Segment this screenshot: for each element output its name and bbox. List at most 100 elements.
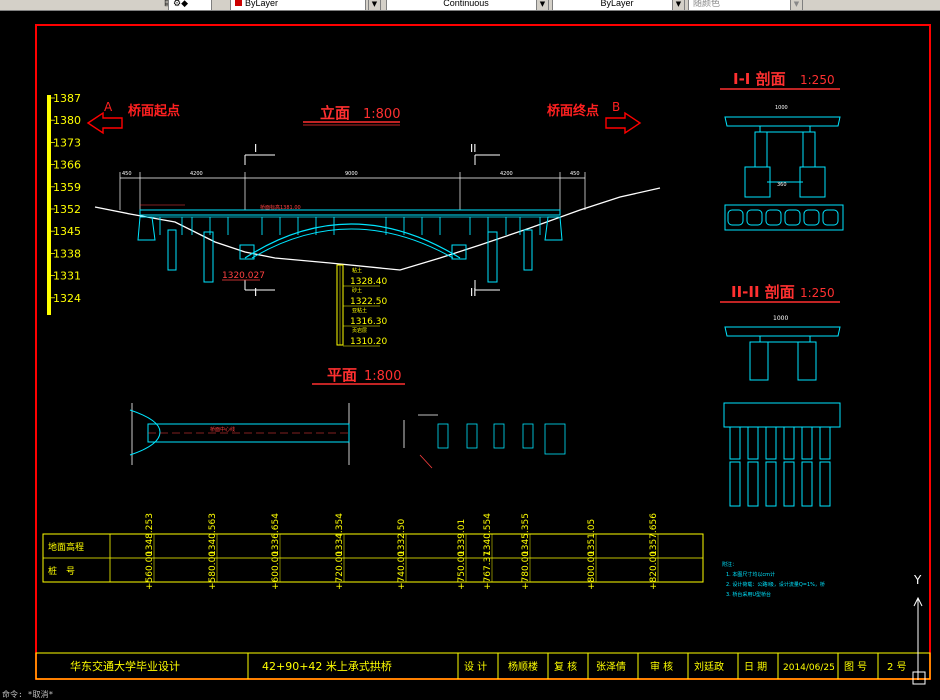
- section-mark-i-bottom: I: [254, 286, 257, 299]
- table-elevation-cell: 1340.554: [483, 513, 493, 556]
- borehole-layer-elevation: 1328.40: [350, 277, 387, 287]
- table-elevation-cell: 1340.563: [208, 513, 218, 556]
- pile-section: [727, 209, 744, 226]
- start-arrow: A 桥面起点: [86, 100, 180, 135]
- dim-right-span: 4200: [500, 171, 513, 177]
- scale-bar-label: 1345: [53, 225, 81, 238]
- pile-upper: [819, 426, 831, 460]
- plotstyle-dropdown-value: 随颜色: [693, 0, 721, 8]
- svg-text:1:250: 1:250: [800, 73, 835, 87]
- table-station-cell: +767.37: [483, 551, 493, 590]
- section-1-drawing: [724, 116, 844, 231]
- pile-upper: [801, 426, 813, 460]
- section-mark-ii-top: II: [470, 142, 477, 155]
- table-station-cell: +820.00: [649, 551, 659, 590]
- svg-text:1:800: 1:800: [363, 107, 400, 122]
- pile-section: [765, 209, 782, 226]
- svg-text:立面: 立面: [320, 104, 350, 122]
- section-marks: [244, 154, 500, 291]
- title-drawing-no-label: 图 号: [844, 661, 867, 673]
- deck-elevation-label: 桥面标高1381.00: [260, 204, 301, 211]
- dim-end-right: 450: [570, 171, 580, 177]
- section-1-inner-dim: 360: [777, 182, 787, 188]
- plotstyle-dropdown-arrow[interactable]: ▼: [790, 0, 803, 11]
- borehole-layer-name: 粘土: [352, 267, 362, 274]
- pile-lower: [765, 461, 777, 507]
- title-design-label: 设 计: [464, 660, 487, 673]
- plan-centerline-label: 桥面中心线: [210, 426, 235, 433]
- title-school: 华东交通大学毕业设计: [70, 659, 180, 673]
- borehole-layer-name: 页岩层: [352, 327, 367, 334]
- pile-upper: [729, 426, 741, 460]
- detail-sketches: [403, 414, 566, 469]
- borehole-layer-name: 亚粘土: [352, 307, 367, 314]
- plotstyle-dropdown[interactable]: 随颜色: [688, 0, 794, 11]
- svg-text:I-I 剖面: I-I 剖面: [733, 70, 786, 88]
- ucs-icon: Y: [912, 573, 926, 685]
- title-date: 2014/06/25: [783, 663, 835, 673]
- note-line: 3. 桥台采用U型桥台: [726, 591, 771, 598]
- scale-bar-label: 1338: [53, 247, 81, 260]
- ground-elevation-label: 1320.027: [222, 271, 265, 281]
- table-station-cell: +740.00: [397, 551, 407, 590]
- pile-upper: [783, 426, 795, 460]
- table-station-cell: +560.00: [145, 551, 155, 590]
- plan-title: 平面 1:800: [312, 366, 405, 385]
- pile-section: [822, 209, 839, 226]
- dim-left-span: 4200: [190, 171, 203, 177]
- layer-tools-icons[interactable]: ⚙◆: [168, 0, 212, 11]
- linetype-dropdown[interactable]: Continuous: [386, 0, 542, 11]
- arrow-letter-b: B: [612, 100, 620, 114]
- dim-main-span: 9000: [345, 171, 358, 177]
- table-elevation-cell: 1336.654: [271, 513, 281, 556]
- profile-table: 地面高程 桩 号 1348.253+560.001340.563+580.001…: [42, 513, 704, 590]
- color-dropdown-value: ByLayer: [245, 0, 279, 8]
- table-elevation-cell: 1357.656: [649, 513, 659, 556]
- lineweight-dropdown[interactable]: ByLayer: [552, 0, 678, 11]
- drawing-canvas[interactable]: 1387138013731366135913521345133813311324…: [0, 11, 940, 690]
- scale-bar-label: 1324: [53, 292, 81, 305]
- end-arrow: 桥面终点 B: [547, 100, 642, 135]
- svg-text:附注：: 附注：: [722, 561, 737, 568]
- pile-upper: [765, 426, 777, 460]
- title-block: 华东交通大学毕业设计 42+90+42 米上承式拱桥 设 计 杨顺楼 复 核 张…: [35, 652, 931, 680]
- start-label: 桥面起点: [128, 103, 180, 119]
- table-elevation-cell: 1351.05: [587, 519, 597, 556]
- pile-upper: [747, 426, 759, 460]
- title-reviewer: 刘廷政: [694, 660, 724, 673]
- scale-bar-label: 1331: [53, 270, 81, 283]
- lineweight-dropdown-value: ByLayer: [600, 0, 634, 8]
- borehole-layer-elevation: 1310.20: [350, 337, 387, 347]
- note-line: 1. 本图尺寸均以cm计: [726, 571, 775, 578]
- table-elevation-cell: 1339.01: [457, 519, 467, 556]
- pile-lower: [783, 461, 795, 507]
- scale-bar-label: 1387: [53, 92, 81, 105]
- borehole-layer-elevation: 1322.50: [350, 297, 387, 307]
- table-elevation-cell: 1348.253: [145, 513, 155, 556]
- table-station-cell: +600.00: [271, 551, 281, 590]
- color-dropdown[interactable]: ByLayer: [230, 0, 366, 11]
- pile-section: [746, 209, 763, 226]
- pile-lower: [819, 461, 831, 507]
- table-elevation-cell: 1345.355: [521, 513, 531, 556]
- plan-view: 桥面中心线: [129, 403, 350, 465]
- linetype-dropdown-arrow[interactable]: ▼: [536, 0, 549, 11]
- borehole-layer-name: 砂土: [352, 287, 362, 294]
- color-swatch-icon: [235, 0, 242, 6]
- svg-text:平面: 平面: [327, 366, 357, 384]
- svg-text:Y: Y: [913, 573, 922, 587]
- lineweight-dropdown-arrow[interactable]: ▼: [672, 0, 685, 11]
- color-dropdown-arrow[interactable]: ▼: [368, 0, 381, 11]
- pile-lower: [729, 461, 741, 507]
- scale-bar-label: 1380: [53, 114, 81, 127]
- title-project: 42+90+42 米上承式拱桥: [262, 659, 392, 673]
- end-label: 桥面终点: [547, 103, 599, 119]
- command-line[interactable]: 命令: *取消*: [0, 690, 940, 700]
- table-elevation-cell: 1334.354: [335, 513, 345, 556]
- table-row1-label: 地面高程: [48, 541, 84, 553]
- pile-section: [803, 209, 820, 226]
- arrow-letter-a: A: [104, 100, 113, 114]
